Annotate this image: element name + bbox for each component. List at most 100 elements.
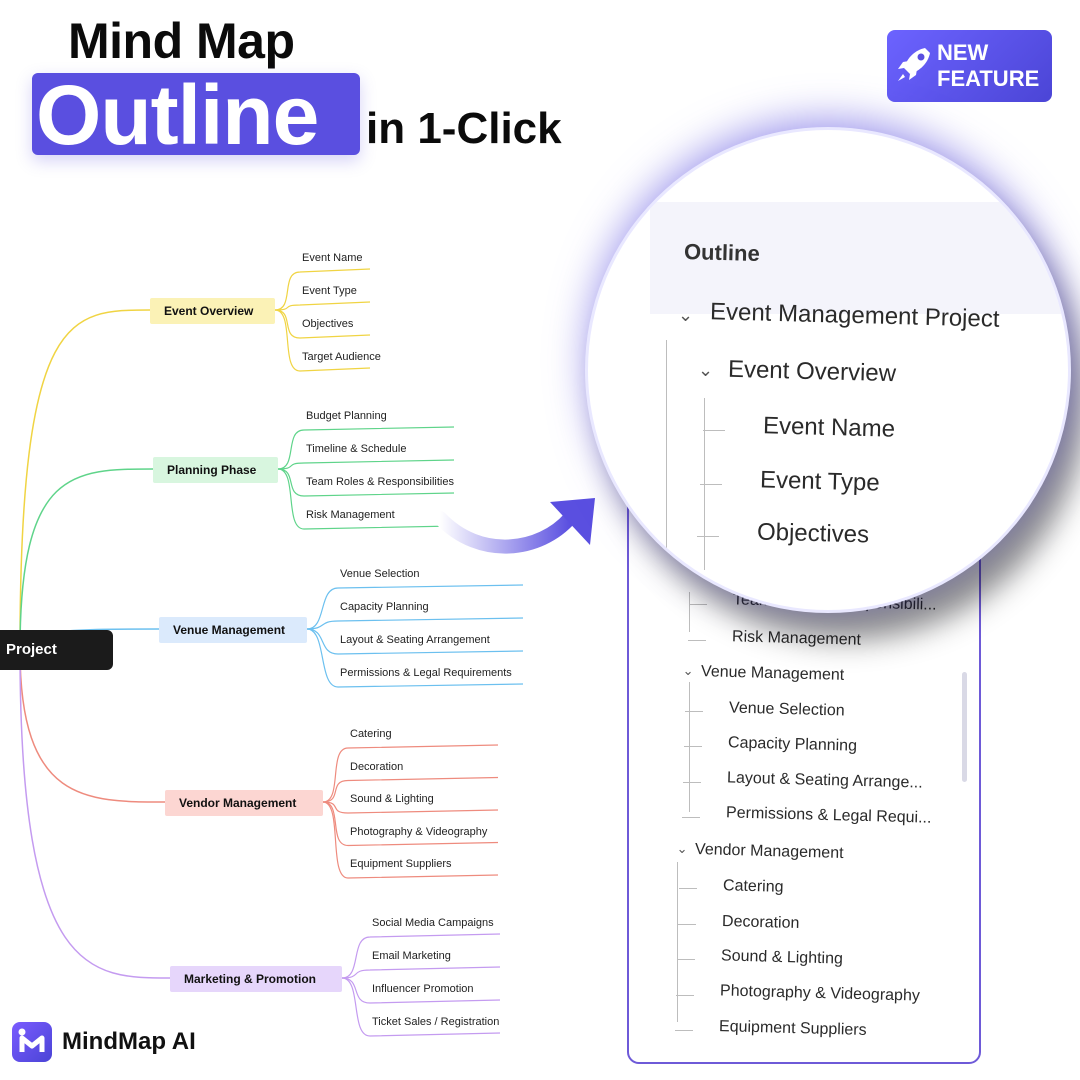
mind-map-leaf-node[interactable]: Event Type — [302, 285, 357, 297]
leaf-connector — [274, 268, 371, 311]
outline-tree-line — [675, 994, 694, 996]
leaf-connector — [322, 801, 499, 847]
branch-connector — [19, 649, 166, 803]
mind-map-leaf-node[interactable]: Risk Management — [306, 509, 395, 521]
mind-map-branch-node[interactable]: Venue Management — [159, 617, 307, 643]
outline-tree-line — [689, 682, 690, 812]
mind-map-leaf-node[interactable]: Permissions & Legal Requirements — [340, 667, 512, 679]
leaf-connector — [277, 468, 455, 530]
mind-map-leaf-node[interactable]: Target Audience — [302, 351, 381, 363]
outline-panel-list: Team Roles & Responsibili...Risk Managem… — [629, 302, 979, 1062]
outline-branch-item[interactable]: Venue Management — [700, 663, 845, 684]
outline-tree-line — [674, 1030, 693, 1031]
mind-map-leaf-node[interactable]: Objectives — [302, 318, 354, 330]
outline-leaf-item[interactable]: Capacity Planning — [728, 734, 858, 755]
branch-connector — [19, 468, 154, 651]
leaf-connector — [277, 459, 455, 470]
mind-map-leaf-node[interactable]: Catering — [350, 728, 392, 740]
outline-tree-line — [679, 888, 698, 889]
new-feature-line1: NEW — [937, 40, 989, 65]
mind-map-leaf-node[interactable]: Photography & Videography — [350, 825, 488, 838]
mind-map-leaf-node[interactable]: Sound & Lighting — [350, 793, 434, 805]
brand-name: MindMap AI — [62, 1028, 196, 1055]
mind-map-connectors — [19, 268, 524, 1037]
outline-leaf-item[interactable]: Equipment Suppliers — [718, 1018, 867, 1039]
outline-tree-line — [703, 430, 725, 431]
outline-tree-line — [677, 862, 678, 1022]
mind-map-root-node[interactable]: Project — [0, 630, 113, 670]
outline-branch-item[interactable]: Event Overview — [727, 355, 897, 388]
mindmap-ai-logo-icon — [12, 1022, 52, 1062]
headline-outline-badge: Outline — [32, 68, 360, 162]
outline-tree-line — [689, 604, 707, 605]
outline-leaf-item[interactable]: Risk Management — [731, 627, 861, 649]
leaf-connector — [274, 301, 371, 311]
new-feature-line2: FEATURE — [937, 66, 1040, 91]
mind-map-leaf-node[interactable]: Social Media Campaigns — [372, 917, 494, 929]
outline-leaf-item[interactable]: Venue Selection — [729, 698, 846, 720]
mind-map-branch-node[interactable]: Marketing & Promotion — [170, 966, 342, 992]
headline-in-one-click: in 1-Click — [366, 104, 562, 153]
outline-tree-line — [685, 710, 704, 712]
mind-map-leaf-node[interactable]: Timeline & Schedule — [306, 443, 407, 455]
outline-leaf-item[interactable]: Event Name — [762, 412, 896, 443]
outline-leaf-item[interactable]: Catering — [723, 877, 785, 896]
leaf-connector — [306, 628, 524, 688]
outline-leaf-item[interactable]: Decoration — [721, 912, 800, 932]
leaf-connector — [341, 977, 501, 1037]
mind-map-leaf-node[interactable]: Ticket Sales / Registration — [372, 1016, 500, 1028]
outline-leaf-item[interactable]: Photography & Videography — [719, 981, 920, 1005]
magnifier-lens: Outline ⌄ Event Management Project Event… — [588, 130, 1068, 610]
outline-tree-line — [666, 340, 667, 570]
leaf-connector — [274, 309, 371, 372]
mind-map-leaf-node[interactable]: Capacity Planning — [340, 601, 429, 613]
mind-map-leaf-node[interactable]: Layout & Seating Arrangement — [340, 634, 490, 646]
leaf-connector — [277, 426, 455, 470]
mind-map-leaf-node[interactable]: Equipment Suppliers — [350, 858, 452, 870]
leaf-connector — [322, 801, 499, 879]
outline-tree-line — [704, 398, 705, 570]
mind-map-leaf-node[interactable]: Influencer Promotion — [372, 983, 474, 995]
outline-leaf-item[interactable]: Event Type — [759, 466, 880, 497]
outline-tree-line — [683, 781, 701, 783]
mind-map-leaf-node[interactable]: Venue Selection — [340, 568, 420, 580]
mind-map-leaf-node[interactable]: Decoration — [350, 760, 404, 773]
outline-tree-line — [687, 639, 706, 641]
outline-tree-line — [689, 592, 690, 632]
chevron-down-icon[interactable]: ⌄ — [698, 360, 714, 380]
branch-connector — [19, 309, 151, 651]
mind-map-leaf-node[interactable]: Event Name — [302, 252, 363, 264]
leaf-connector — [341, 977, 501, 1004]
leaf-connector — [306, 617, 524, 630]
outline-leaf-item[interactable]: Objectives — [756, 518, 870, 549]
outline-leaf-item[interactable]: Layout & Seating Arrange... — [726, 768, 923, 792]
outline-branch-item[interactable]: Vendor Management — [694, 840, 844, 862]
rocket-icon — [898, 48, 930, 81]
mind-map-branch-node[interactable]: Planning Phase — [153, 457, 278, 483]
leaf-connector — [306, 628, 524, 655]
leaf-connector — [322, 776, 499, 803]
outline-tree-line — [678, 923, 697, 925]
leaf-connector — [322, 744, 499, 803]
outline-tree-line — [681, 817, 700, 818]
leaf-connector — [277, 468, 455, 497]
chevron-down-icon[interactable]: ⌄ — [676, 840, 688, 856]
mind-map-leaf-node[interactable]: Email Marketing — [372, 950, 451, 962]
outline-scrollbar[interactable] — [962, 672, 967, 782]
outline-leaf-item[interactable]: Permissions & Legal Requi... — [725, 804, 932, 827]
chevron-down-icon[interactable]: ⌄ — [678, 305, 694, 325]
mind-map-leaf-node[interactable]: Team Roles & Responsibilities — [306, 476, 454, 488]
outline-tree-line — [700, 484, 722, 485]
mind-map-branch-node[interactable]: Vendor Management — [165, 790, 323, 816]
mind-map-branch-node[interactable]: Event Overview — [150, 298, 275, 324]
chevron-down-icon[interactable]: ⌄ — [682, 663, 694, 678]
mind-map-leaf-node[interactable]: Budget Planning — [306, 410, 387, 422]
headline-outline-text: Outline — [36, 68, 319, 162]
outline-leaf-item[interactable]: Sound & Lighting — [720, 947, 844, 968]
headline-mind-map: Mind Map — [68, 13, 295, 69]
leaf-connector — [322, 801, 499, 814]
outline-header-bar — [650, 202, 1068, 314]
leaf-connector — [274, 309, 371, 339]
